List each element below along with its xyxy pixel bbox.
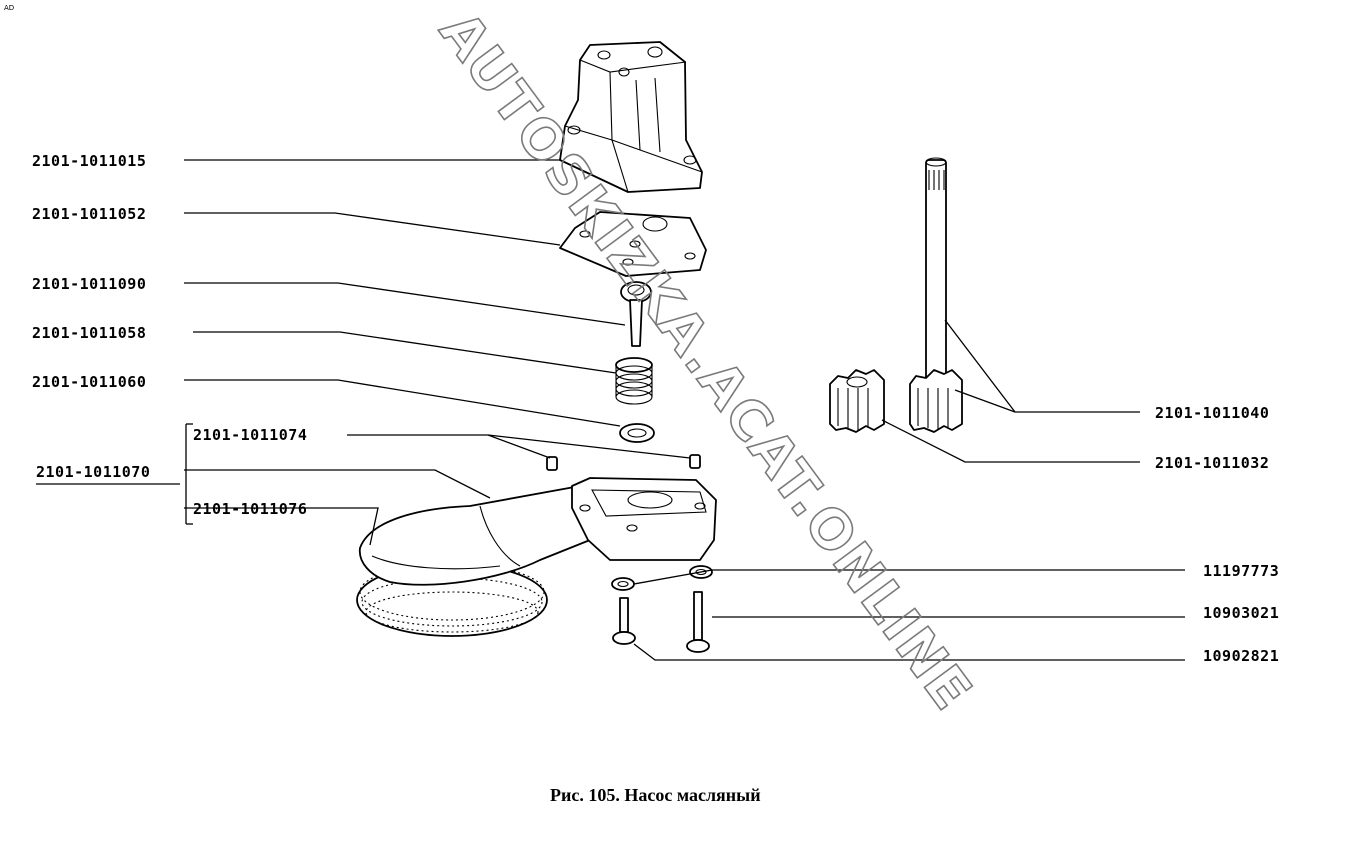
leader-lines: [184, 159, 1185, 661]
bolt-washers: [611, 565, 713, 591]
bolts: [612, 591, 710, 653]
label-2101-1011076: 2101-1011076: [193, 500, 307, 518]
figure-caption: Рис. 105. Насос масляный: [550, 785, 761, 805]
pump-body: [559, 41, 703, 193]
label-2101-1011032: 2101-1011032: [1155, 454, 1269, 472]
drive-shaft: [909, 157, 963, 433]
label-10902821: 10902821: [1203, 647, 1279, 665]
label-2101-1011015: 2101-1011015: [32, 152, 146, 170]
label-11197773: 11197773: [1203, 562, 1279, 580]
label-2101-1011070: 2101-1011070: [36, 463, 150, 481]
relief-valve: [620, 281, 652, 347]
oil-receiver: [356, 477, 717, 637]
spring-washer: [619, 423, 655, 443]
label-2101-1011052: 2101-1011052: [32, 205, 146, 223]
label-2101-1011090: 2101-1011090: [32, 275, 146, 293]
bushings: [546, 454, 701, 471]
label-2101-1011040: 2101-1011040: [1155, 404, 1269, 422]
label-10903021: 10903021: [1203, 604, 1279, 622]
corner-mark: AD: [4, 4, 14, 12]
label-2101-1011060: 2101-1011060: [32, 373, 146, 391]
label-2101-1011074: 2101-1011074: [193, 426, 307, 444]
valve-spring: [615, 357, 653, 405]
pump-cover: [559, 211, 707, 277]
label-2101-1011058: 2101-1011058: [32, 324, 146, 342]
driven-gear: [829, 369, 885, 433]
